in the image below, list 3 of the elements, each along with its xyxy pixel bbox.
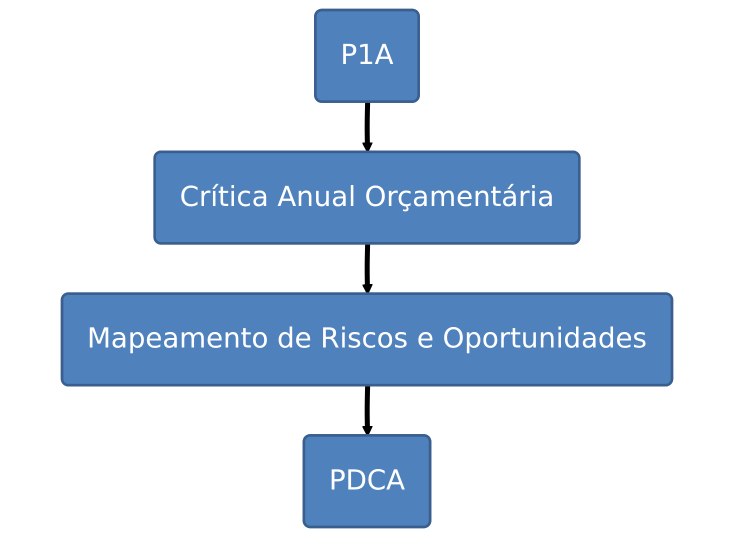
arrow	[362, 102, 373, 153]
arrow	[362, 386, 373, 436]
arrow	[362, 244, 373, 295]
